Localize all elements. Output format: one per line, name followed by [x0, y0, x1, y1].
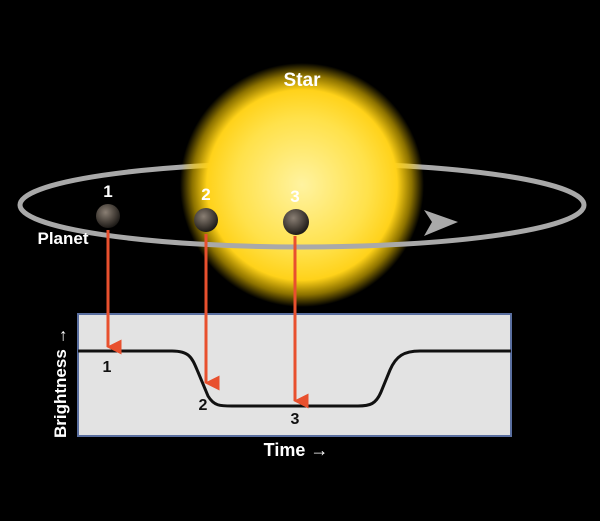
- orbit-position-label-2: 2: [201, 185, 210, 204]
- orbit-arrow-icon: [424, 210, 458, 236]
- planet-icon-3: [283, 209, 309, 235]
- orbit-front: [17, 204, 587, 250]
- orbit-position-label-3: 3: [290, 187, 299, 206]
- curve-position-label-2: 2: [199, 397, 208, 414]
- curve-position-label-3: 3: [291, 411, 300, 428]
- brightness-axis-label: Brightness →: [51, 327, 70, 438]
- star-icon: [180, 63, 424, 307]
- time-axis-label: Time →: [264, 440, 329, 460]
- curve-position-label-1: 1: [103, 359, 112, 376]
- star-label: Star: [284, 70, 322, 91]
- planet-label: Planet: [37, 229, 88, 248]
- planet-icon-2: [194, 208, 218, 232]
- orbit-position-label-1: 1: [103, 182, 112, 201]
- planet-icon-1: [96, 204, 120, 228]
